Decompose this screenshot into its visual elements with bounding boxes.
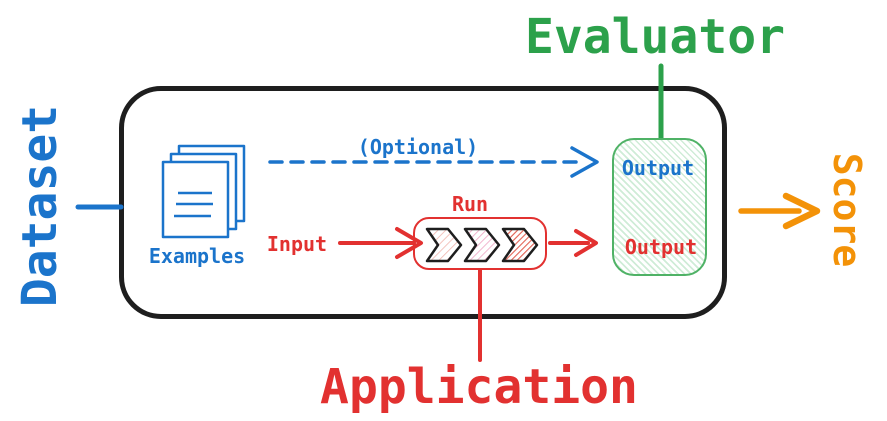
evaluator-output-box <box>612 138 707 276</box>
reference-output-label: Output <box>621 156 695 180</box>
optional-label: (Optional) <box>357 135 479 159</box>
run-box <box>413 217 547 270</box>
input-label: Input <box>266 232 328 256</box>
run-output-label: Output <box>624 235 698 259</box>
application-label: Application <box>320 359 638 415</box>
pipeline-chevrons-icon <box>425 227 539 263</box>
examples-label: Examples <box>148 244 246 268</box>
score-label: Score <box>825 152 869 268</box>
system-boundary-box <box>119 86 727 319</box>
run-label: Run <box>451 192 489 216</box>
score-arrow <box>738 192 821 230</box>
dataset-label: Dataset <box>12 104 68 308</box>
evaluator-label: Evaluator <box>524 9 786 65</box>
